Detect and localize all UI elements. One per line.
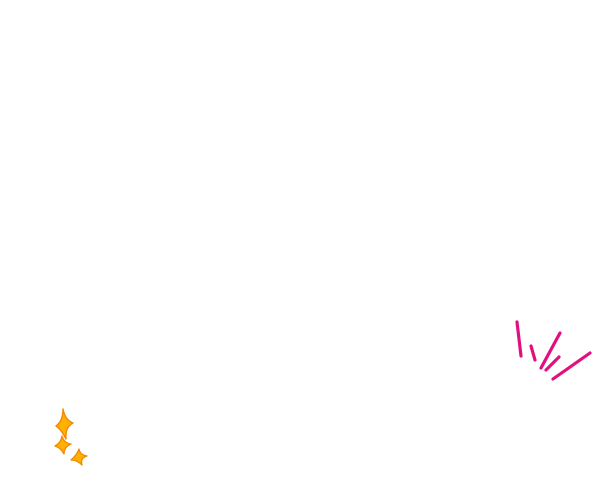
- emphasis-line-1: [515, 320, 523, 358]
- sparkle-small-right: [70, 448, 88, 466]
- emphasis-line-4: [544, 355, 561, 372]
- sparkles-icon: [52, 406, 96, 470]
- emphasis-lines-icon: [508, 316, 598, 388]
- sparkle-large: [55, 408, 74, 440]
- emphasis-line-3: [539, 331, 562, 370]
- sparkle-small-left: [54, 435, 72, 455]
- emphasis-line-2: [529, 344, 537, 362]
- emphasis-line-5: [551, 351, 592, 381]
